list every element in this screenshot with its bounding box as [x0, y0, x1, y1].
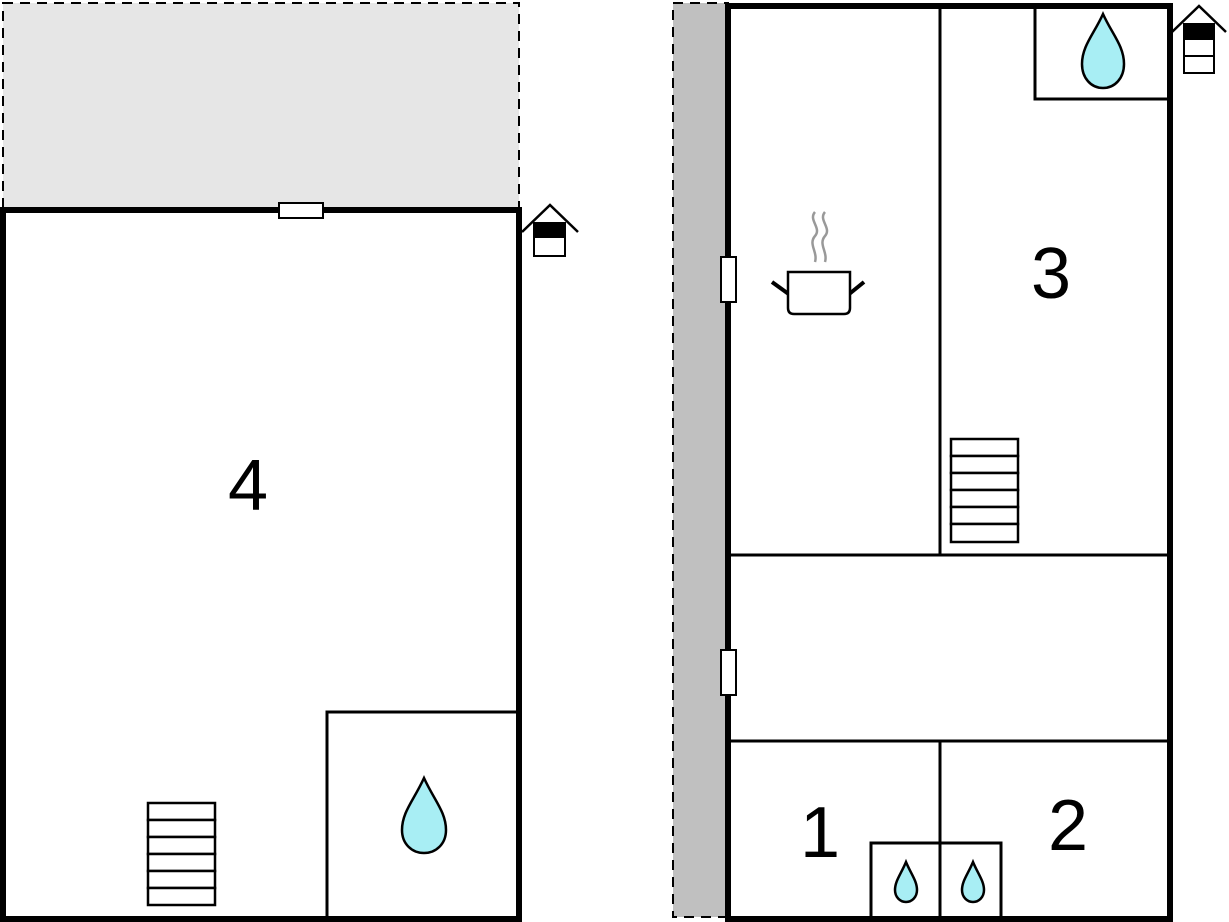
water-drop-icon	[893, 858, 919, 904]
window-icon	[720, 649, 737, 696]
room-label-1: 1	[800, 793, 840, 873]
room-label-3: 3	[1031, 234, 1071, 314]
stairs-icon	[146, 801, 217, 907]
top-bathroom	[1033, 4, 1172, 101]
room-label-2: 2	[1048, 786, 1088, 866]
bathroom-partition	[325, 710, 519, 919]
stairs-icon	[949, 437, 1020, 544]
side-strip	[672, 2, 729, 918]
left-building: 4	[0, 2, 579, 922]
room-label-4: 4	[228, 446, 268, 526]
water-drop-icon	[960, 858, 986, 904]
right-building: 3 1 2	[672, 2, 1227, 922]
left-building-outer-wall	[0, 207, 522, 922]
window-icon	[720, 256, 737, 303]
water-drop-icon	[1080, 10, 1126, 90]
right-building-outer-wall	[725, 3, 1173, 922]
house-entrance-icon	[521, 203, 579, 257]
house-entrance-icon	[1171, 4, 1227, 74]
bottom-bathroom-right	[938, 841, 1003, 921]
window-icon	[278, 202, 324, 219]
cooking-pot-icon	[770, 211, 866, 316]
water-drop-icon	[400, 774, 448, 855]
terrace-area	[2, 2, 520, 211]
